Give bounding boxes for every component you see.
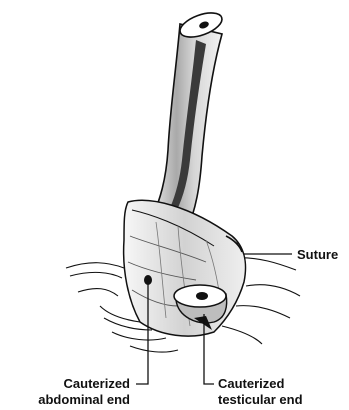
- suture-label: Suture: [297, 247, 338, 262]
- abdominal-end-mark: [144, 275, 152, 285]
- abdominal-label-line1: Cauterized: [64, 376, 131, 391]
- testicular-label-line2: testicular end: [218, 392, 303, 407]
- abdominal-label-line2: abdominal end: [38, 392, 130, 407]
- vas-tube: [152, 8, 225, 232]
- testicular-label-line1: Cauterized: [218, 376, 285, 391]
